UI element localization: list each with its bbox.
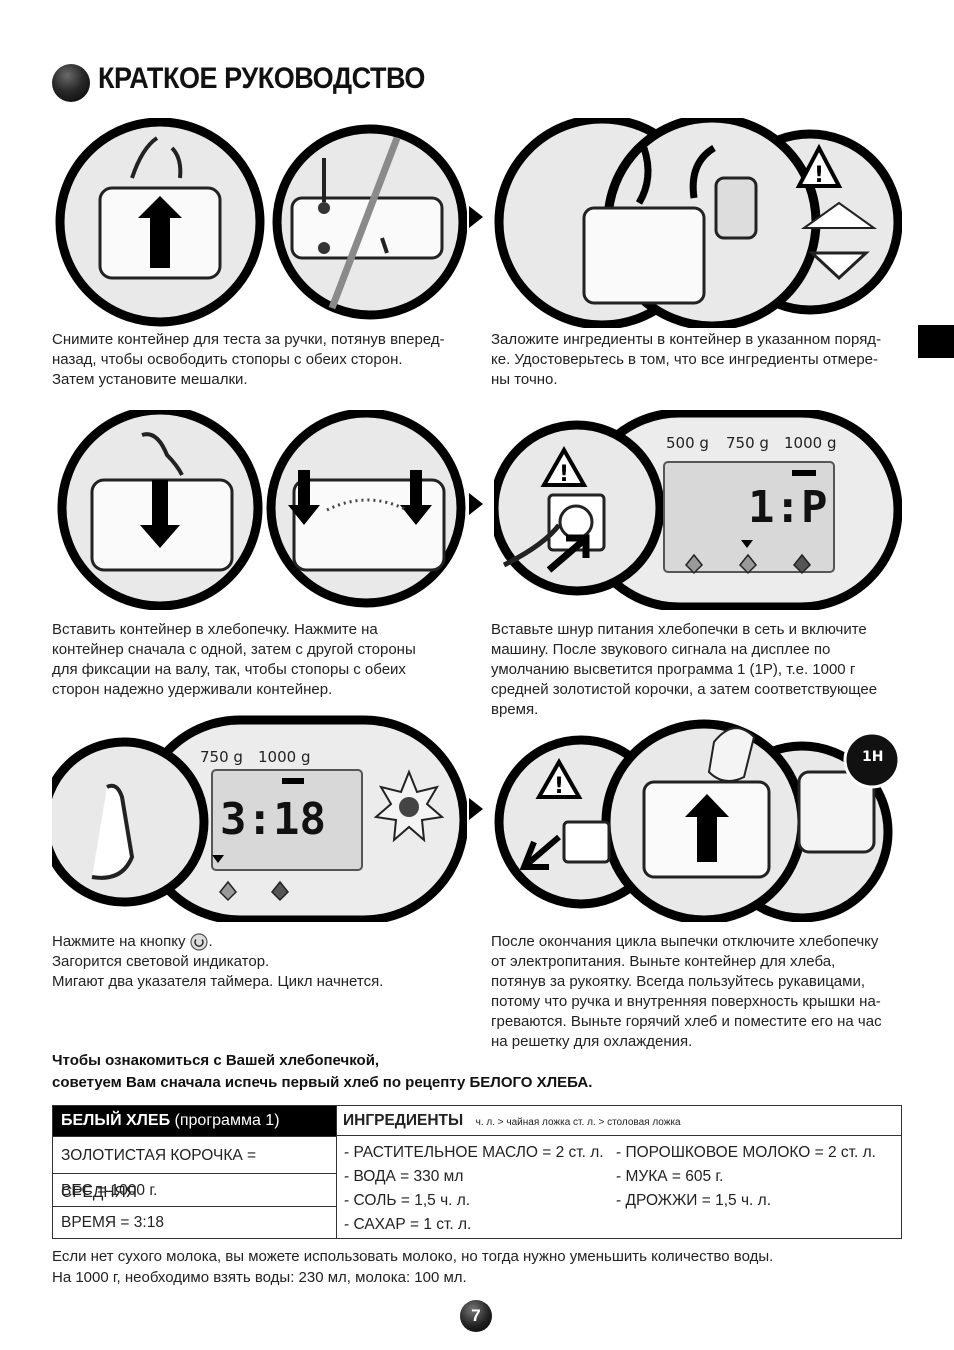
ingredients-title: ИНГРЕДИЕНТЫ <box>343 1112 464 1129</box>
weight-750-label: 750 g <box>726 434 769 452</box>
side-tab-marker <box>918 325 954 358</box>
caption-line: на решетку для охлаждения. <box>491 1033 693 1050</box>
ingredient-sugar: - САХАР = 1 ст. л. <box>344 1216 472 1233</box>
ingredient-oil: - РАСТИТЕЛЬНОЕ МАСЛО = 2 ст. л. <box>344 1144 604 1161</box>
caption-line: потянув за рукоятку. Всегда пользуйтесь … <box>491 973 866 990</box>
note-line-2: На 1000 г, необходимо взять воды: 230 мл… <box>52 1269 467 1286</box>
step-arrow-icon <box>469 798 483 820</box>
caption-line: После окончания цикла выпечки отключите … <box>491 933 879 950</box>
caption-line: Заложите ингредиенты в контейнер в указа… <box>491 331 882 348</box>
step5-caption: Нажмите на кнопку . Загорится световой и… <box>52 932 462 992</box>
caption-line: Затем установите мешалки. <box>52 371 248 388</box>
caption-line: . <box>208 933 213 950</box>
step4-caption: Вставьте шнур питания хлебопечки в сеть … <box>491 620 903 720</box>
step6-caption: После окончания цикла выпечки отключите … <box>491 932 903 1052</box>
weight-1000-label: 1000 g <box>784 434 837 452</box>
page-number: 7 <box>460 1300 492 1332</box>
caption-line: Вставьте шнур питания хлебопечки в сеть … <box>491 621 867 638</box>
table-divider <box>336 1136 337 1238</box>
ingredient-milk-powder: - ПОРОШКОВОЕ МОЛОКО = 2 ст. л. <box>616 1144 876 1161</box>
plug-in-illustration: ! <box>494 410 902 610</box>
spoon-legend: ч. л. > чайная ложка ст. л. > столовая л… <box>475 1117 681 1128</box>
note-line-1: Если нет сухого молока, вы можете исполь… <box>52 1248 774 1265</box>
weight-1000-label: 1000 g <box>258 748 311 766</box>
weight-row: ВЕС = 1000 г. <box>53 1173 336 1206</box>
remove-bread-illustration: ! <box>494 719 901 922</box>
caption-line: сторон надежно удерживали контейнер. <box>52 681 333 698</box>
ingredient-flour: - МУКА = 605 г. <box>616 1168 724 1185</box>
add-ingredients-illustration: ! <box>494 118 902 328</box>
caption-line: Снимите контейнер для теста за ручки, по… <box>52 331 445 348</box>
caption-line: Загорится световой индикатор. <box>52 953 270 970</box>
ingredient-yeast: - ДРОЖЖИ = 1,5 ч. л. <box>616 1192 771 1209</box>
recipe-title: БЕЛЫЙ ХЛЕБ <box>61 1112 171 1129</box>
intro-line-1: Чтобы ознакомиться с Вашей хлебопечкой, <box>52 1052 380 1069</box>
caption-line: время. <box>491 701 539 718</box>
caption-line: от электропитания. Выньте контейнер для … <box>491 953 836 970</box>
remove-container-illustration <box>55 118 467 327</box>
ingredients-head-cell: ИНГРЕДИЕНТЫ ч. л. > чайная ложка ст. л. … <box>336 1106 901 1136</box>
power-button-icon <box>190 933 209 951</box>
time-row: ВРЕМЯ = 3:18 <box>53 1206 336 1238</box>
caption-line: ке. Удостоверьтесь в том, что все ингред… <box>491 351 879 368</box>
caption-line: для фиксации на валу, так, чтобы стопоры… <box>52 661 406 678</box>
recipe-program: (программа 1) <box>170 1112 280 1129</box>
caption-line: ны точно. <box>491 371 558 388</box>
title-bullet-icon <box>52 64 90 102</box>
step3-caption: Вставить контейнер в хлебопечку. Нажмите… <box>52 620 462 700</box>
intro-line-2: советуем Вам сначала испечь первый хлеб … <box>52 1074 593 1091</box>
svg-text:!: ! <box>559 462 569 487</box>
crust-row: ЗОЛОТИСТАЯ КОРОЧКА = СРЕДНЯЯ <box>53 1136 336 1201</box>
svg-text:!: ! <box>554 774 564 799</box>
insert-container-illustration <box>57 410 466 610</box>
program-display-code: 1:P <box>748 482 828 533</box>
timer-display: 3:18 <box>220 794 326 845</box>
caption-line: назад, чтобы освободить стопоры с обеих … <box>52 351 403 368</box>
ingredient-salt: - СОЛЬ = 1,5 ч. л. <box>344 1192 471 1209</box>
one-hour-badge: 1H <box>862 749 884 765</box>
step1-caption: Снимите контейнер для теста за ручки, по… <box>52 330 462 390</box>
caption-line: Вставить контейнер в хлебопечку. Нажмите… <box>52 621 378 638</box>
caption-line: умолчанию высветится программа 1 (1P), т… <box>491 661 856 678</box>
start-button-illustration <box>52 715 467 922</box>
step-arrow-icon <box>469 206 483 228</box>
caption-line: средней золотистой корочки, а затем соот… <box>491 681 878 698</box>
weight-750-label: 750 g <box>200 748 243 766</box>
step-arrow-icon <box>469 493 483 515</box>
page-title: КРАТКОЕ РУКОВОДСТВО <box>98 62 425 95</box>
caption-line: контейнер сначала с одной, затем с друго… <box>52 641 416 658</box>
caption-line: Мигают два указателя таймера. Цикл начне… <box>52 973 384 990</box>
weight-500-label: 500 g <box>666 434 709 452</box>
caption-line: Нажмите на кнопку <box>52 933 186 950</box>
recipe-title-cell: БЕЛЫЙ ХЛЕБ (программа 1) <box>53 1106 336 1136</box>
caption-line: машину. После звукового сигнала на диспл… <box>491 641 831 658</box>
svg-text:!: ! <box>814 163 824 188</box>
ingredient-water: - ВОДА = 330 мл <box>344 1168 464 1185</box>
step2-caption: Заложите ингредиенты в контейнер в указа… <box>491 330 903 390</box>
recipe-table: БЕЛЫЙ ХЛЕБ (программа 1) ИНГРЕДИЕНТЫ ч. … <box>52 1105 902 1239</box>
caption-line: греваются. Выньте горячий хлеб и помести… <box>491 1013 882 1030</box>
caption-line: потому что ручка и внутренняя поверхност… <box>491 993 881 1010</box>
